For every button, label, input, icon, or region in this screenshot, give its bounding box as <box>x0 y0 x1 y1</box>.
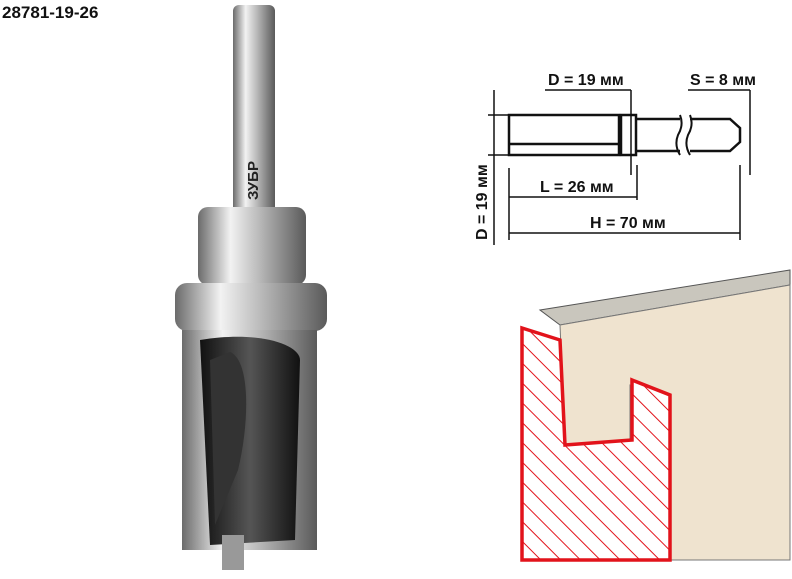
shank-label: S = 8 мм <box>690 72 756 89</box>
dimension-drawing <box>488 89 751 245</box>
total-length-label: H = 70 мм <box>590 215 666 232</box>
article-number: 28781-19-26 <box>2 3 99 22</box>
cut-diameter-label: D = 19 мм <box>548 72 624 89</box>
brand-logo: ЗУБР <box>245 161 262 200</box>
bearing-diameter-label: D = 19 мм <box>474 164 491 240</box>
cut-profile-image <box>520 269 791 562</box>
cut-length-label: L = 26 мм <box>540 179 614 196</box>
router-bit-image: ЗУБР <box>175 5 327 570</box>
